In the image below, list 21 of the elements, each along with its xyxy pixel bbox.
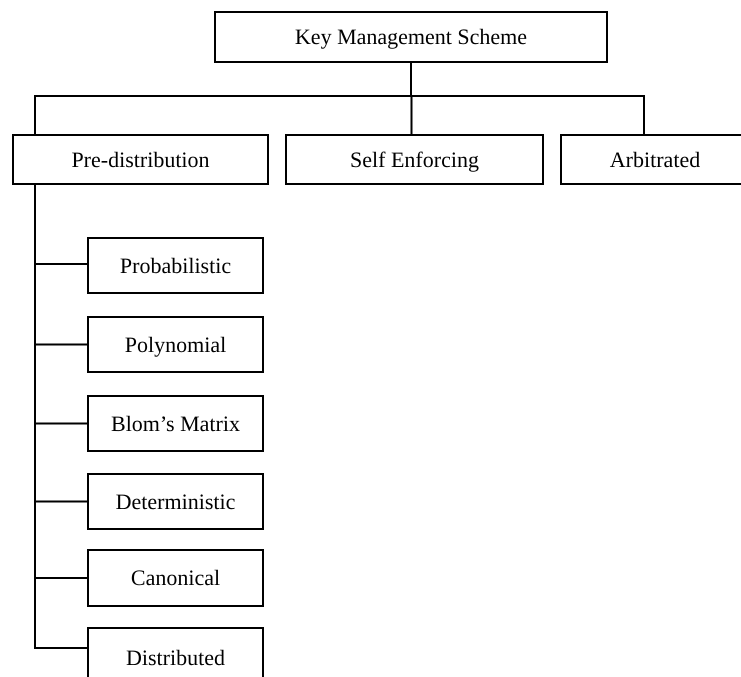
category-box (12, 134, 269, 185)
category-box (560, 134, 741, 185)
node-label: Key Management Scheme (294, 24, 528, 50)
category-box (87, 627, 264, 677)
category-box (87, 395, 264, 452)
node-label: Canonical (130, 565, 220, 591)
node-label: Deterministic (116, 488, 236, 514)
node-label: Self Enforcing (350, 146, 479, 172)
category-box (87, 316, 264, 373)
category-box (285, 134, 544, 185)
node-label: Blom’s Matrix (111, 410, 240, 436)
node-label: Probabilistic (120, 252, 232, 278)
node-label: Polynomial (124, 332, 226, 358)
category-box (87, 237, 264, 294)
category-box (87, 473, 264, 530)
connector-line (410, 63, 645, 134)
node-label: Distributed (126, 645, 225, 671)
node-label: Pre-distribution (71, 146, 210, 172)
node-label: Arbitrated (610, 146, 700, 172)
category-box (87, 549, 264, 607)
root-box (214, 11, 608, 63)
